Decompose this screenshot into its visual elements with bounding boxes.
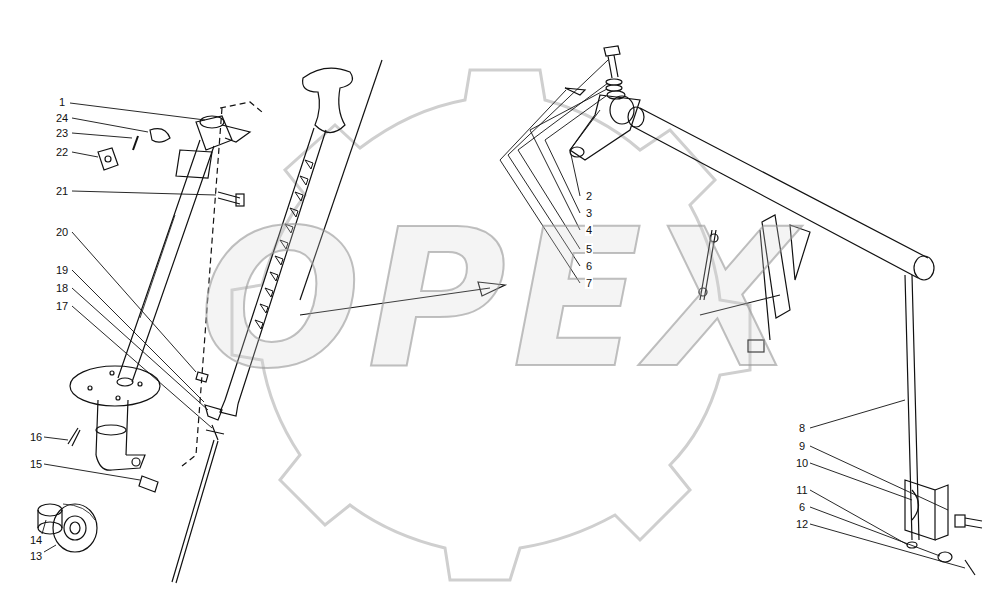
callout-number: 23 [55,127,69,139]
callout-number: 6 [585,260,593,272]
callout-number: 12 [795,518,809,530]
callout-number: 22 [55,146,69,158]
callout-number: 9 [798,440,806,452]
callout-number: 4 [585,224,593,236]
callout-number: 18 [55,282,69,294]
callout-number: 1 [58,96,66,108]
callout-number: 3 [585,207,593,219]
watermark: OPEX [199,205,800,395]
callout-number: 14 [29,534,43,546]
callout-number: 16 [29,431,43,443]
callout-number: 10 [795,457,809,469]
callout-number: 5 [585,243,593,255]
callout-number: 24 [55,112,69,124]
callout-number: 2 [585,190,593,202]
callout-number: 20 [55,226,69,238]
callout-number: 15 [29,458,43,470]
leader-lines [42,60,965,568]
callout-number: 6 [798,501,806,513]
callout-number: 13 [29,550,43,562]
callout-number: 21 [55,185,69,197]
callout-number: 17 [55,300,69,312]
callout-number: 8 [798,422,806,434]
callout-number: 19 [55,264,69,276]
callout-number: 11 [795,484,808,496]
callout-number: 7 [585,277,593,289]
